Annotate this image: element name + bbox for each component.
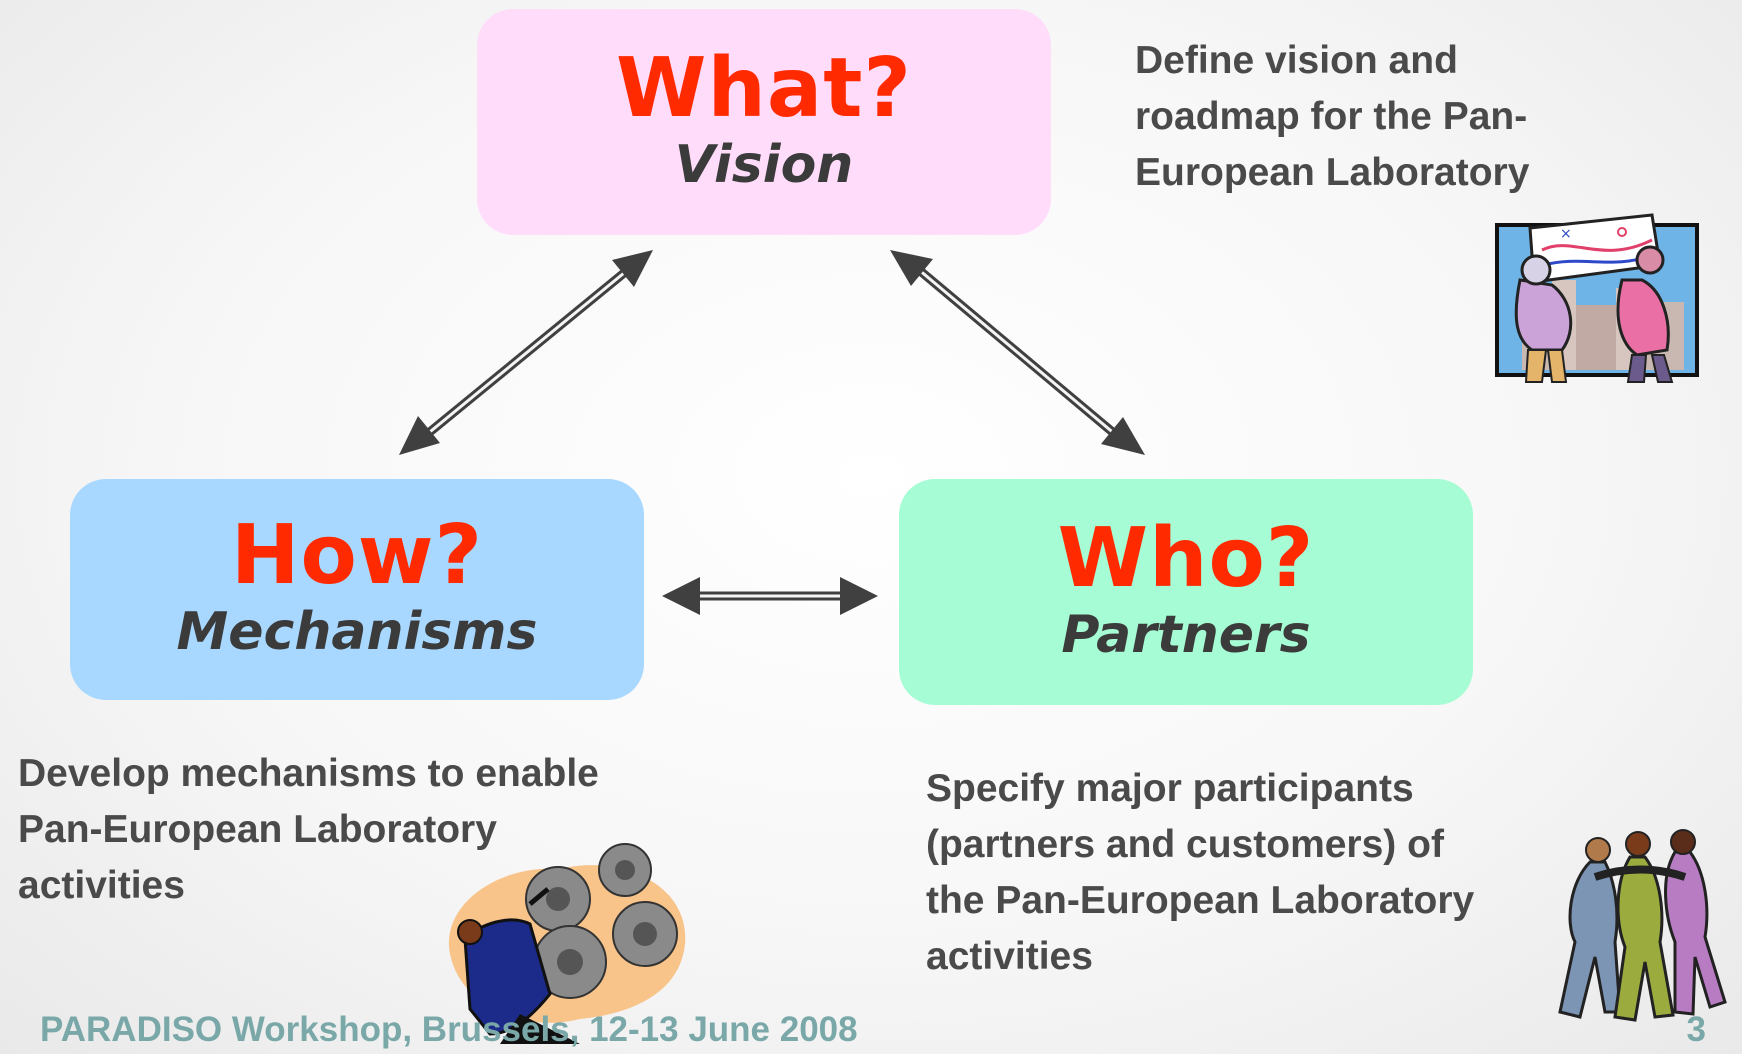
what-subtitle: Vision — [674, 134, 854, 195]
what-box: What? Vision — [477, 9, 1051, 235]
footer-text: PARADISO Workshop, Brussels, 12-13 June … — [40, 1010, 858, 1049]
page-number: 3 — [1686, 1010, 1706, 1049]
what-description-line: European Laboratory — [1135, 151, 1530, 194]
who-subtitle: Partners — [1061, 604, 1311, 665]
how-description-line: activities — [18, 864, 185, 907]
how-box: How? Mechanisms — [70, 479, 644, 700]
what-description-line: Define vision and — [1135, 39, 1458, 82]
arrow-how-who — [662, 577, 878, 615]
what-description-line: roadmap for the Pan- — [1135, 95, 1528, 138]
who-description-line: the Pan-European Laboratory — [926, 879, 1475, 922]
team-huddle-icon — [1558, 829, 1727, 1022]
how-question: How? — [230, 508, 484, 604]
what-description: Define vision and roadmap for the Pan- E… — [1135, 33, 1595, 201]
who-description-line: (partners and customers) of — [926, 823, 1444, 866]
who-question: Who? — [1057, 510, 1315, 606]
arrow-what-who — [890, 250, 1145, 455]
what-question: What? — [616, 40, 912, 136]
people-at-map-icon: × — [1495, 213, 1699, 383]
how-description: Develop mechanisms to enable Pan-Europea… — [18, 746, 678, 914]
who-description-line: Specify major participants — [926, 767, 1414, 810]
how-description-line: Develop mechanisms to enable — [18, 752, 599, 795]
how-subtitle: Mechanisms — [176, 602, 538, 663]
gears-worker-icon — [448, 843, 686, 1044]
who-description-line: activities — [926, 935, 1093, 978]
who-box: Who? Partners — [899, 479, 1473, 705]
svg-text:×: × — [1560, 226, 1572, 242]
arrow-what-how — [399, 250, 653, 455]
how-description-line: Pan-European Laboratory — [18, 808, 497, 851]
who-description: Specify major participants (partners and… — [926, 761, 1566, 985]
